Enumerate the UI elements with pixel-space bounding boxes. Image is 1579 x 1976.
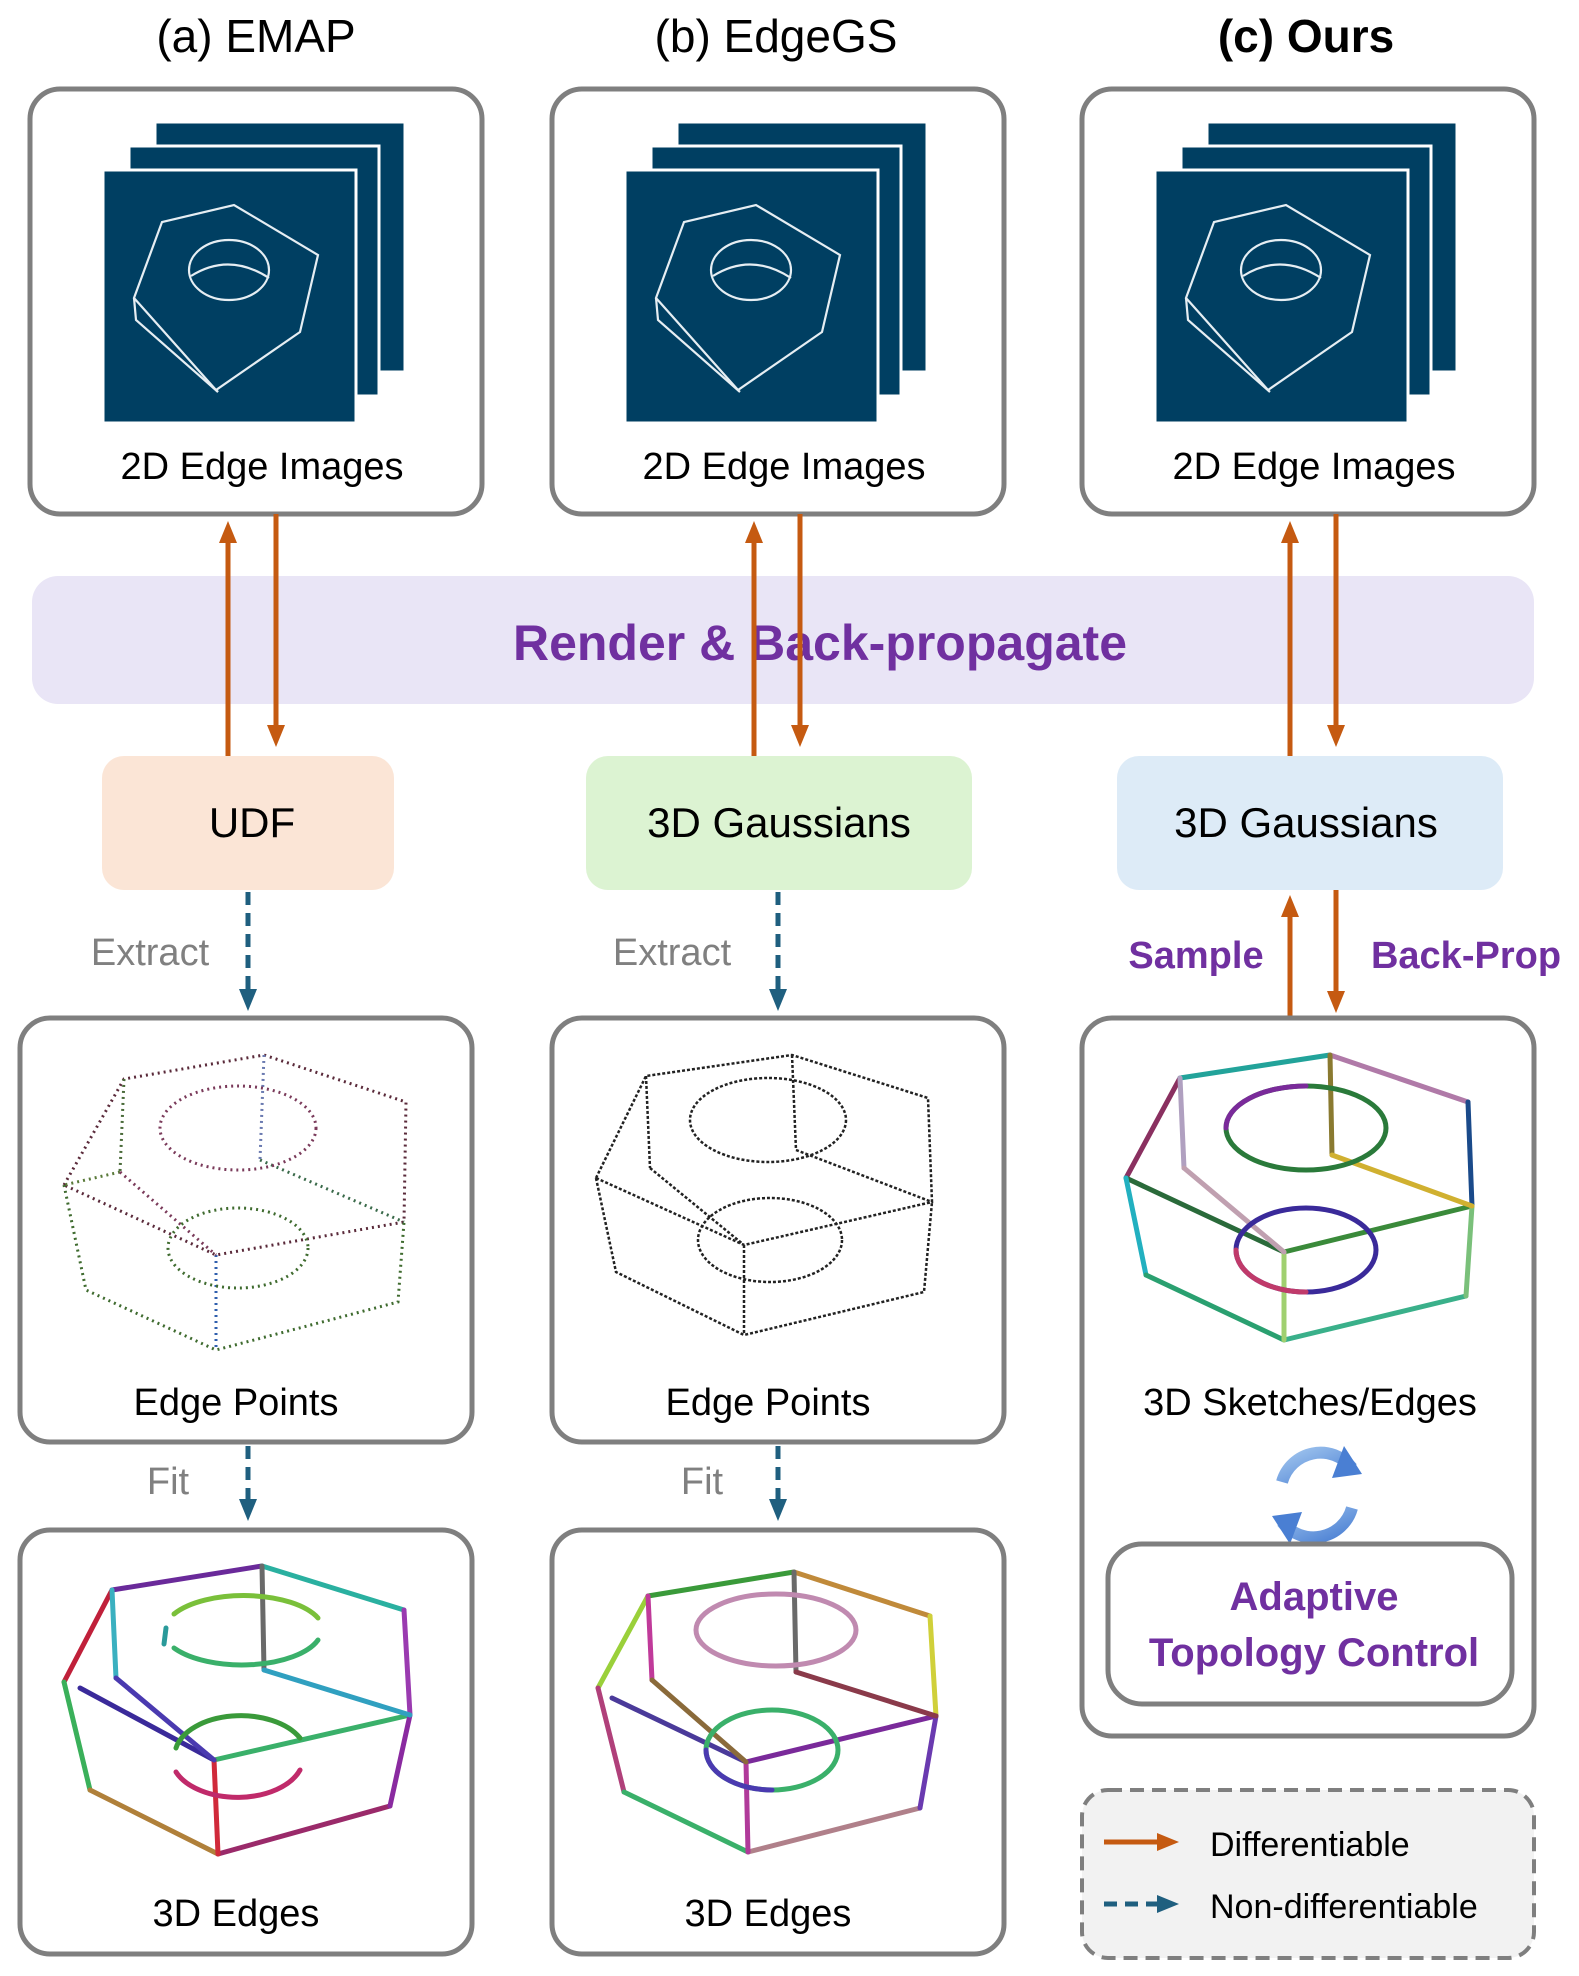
sketch-edges-c xyxy=(1123,1052,1475,1343)
edge-points-label-b: Edge Points xyxy=(666,1382,871,1424)
edge-images-box-b: 2D Edge Images xyxy=(549,86,1007,517)
hex-nut-sketch-c xyxy=(1184,203,1372,393)
extract-label-a: Extract xyxy=(91,932,210,974)
atc-label-line1: Adaptive xyxy=(1230,1575,1399,1619)
sketches-label-c: 3D Sketches/Edges xyxy=(1143,1382,1477,1424)
refresh-cycle-icon xyxy=(1272,1446,1362,1544)
edge-points-label-a: Edge Points xyxy=(134,1382,339,1424)
fitted-edges-b xyxy=(595,1569,939,1855)
gaussians-box-c xyxy=(1117,756,1503,890)
render-arrows-b xyxy=(745,514,809,756)
edge-points-box-b: Edge Points xyxy=(549,1015,1007,1445)
edges-label-a: 3D Edges xyxy=(153,1893,320,1935)
sketches-box-c: 3D Sketches/Edges Adaptive Topology Cont… xyxy=(1079,1015,1537,1739)
edge-images-label-b: 2D Edge Images xyxy=(642,446,925,488)
edges-box-a: 3D Edges xyxy=(17,1527,475,1957)
edge-points-cloud-a xyxy=(61,1053,408,1352)
gaussians-box-b xyxy=(586,756,972,890)
fit-label-a: Fit xyxy=(147,1461,190,1503)
edge-image-front-b xyxy=(623,168,880,425)
udf-box xyxy=(102,756,394,890)
edge-images-box-a: 2D Edge Images xyxy=(27,86,485,517)
fit-label-b: Fit xyxy=(681,1461,724,1503)
gaussians-label-c: 3D Gaussians xyxy=(1174,799,1438,846)
edge-images-box-c: 2D Edge Images xyxy=(1079,86,1537,517)
hex-nut-sketch-a xyxy=(132,203,320,393)
edges-box-b: 3D Edges xyxy=(549,1527,1007,1957)
extract-label-b: Extract xyxy=(613,932,732,974)
backprop-label: Back-Prop xyxy=(1371,935,1561,977)
legend-non-differentiable-label: Non-differentiable xyxy=(1210,1888,1478,1926)
legend-differentiable-label: Differentiable xyxy=(1210,1826,1410,1864)
fitted-edges-a xyxy=(61,1563,413,1857)
atc-label-line2: Topology Control xyxy=(1149,1631,1479,1675)
edge-image-front-c xyxy=(1153,168,1410,425)
adaptive-topology-control-box xyxy=(1105,1541,1515,1707)
column-c-title: (c) Ours xyxy=(1218,10,1394,62)
edge-points-cloud-b xyxy=(594,1053,934,1337)
edge-points-box-a: Edge Points xyxy=(17,1015,475,1445)
hex-nut-sketch-b xyxy=(654,203,842,393)
edge-images-label-c: 2D Edge Images xyxy=(1172,446,1455,488)
edges-label-b: 3D Edges xyxy=(685,1893,852,1935)
legend: Differentiable Non-differentiable xyxy=(1080,1788,1536,1960)
edge-image-front-a xyxy=(101,168,358,425)
render-arrows-c xyxy=(1281,514,1345,756)
column-a-title: (a) EMAP xyxy=(156,10,355,62)
column-b-title: (b) EdgeGS xyxy=(655,10,898,62)
sample-label: Sample xyxy=(1128,935,1263,977)
render-backprop-banner xyxy=(32,576,1534,704)
gaussians-label-b: 3D Gaussians xyxy=(647,799,911,846)
render-arrows-a xyxy=(219,514,285,756)
udf-label: UDF xyxy=(209,799,295,846)
render-backprop-label: Render & Back-propagate xyxy=(513,615,1127,671)
edge-images-label-a: 2D Edge Images xyxy=(120,446,403,488)
